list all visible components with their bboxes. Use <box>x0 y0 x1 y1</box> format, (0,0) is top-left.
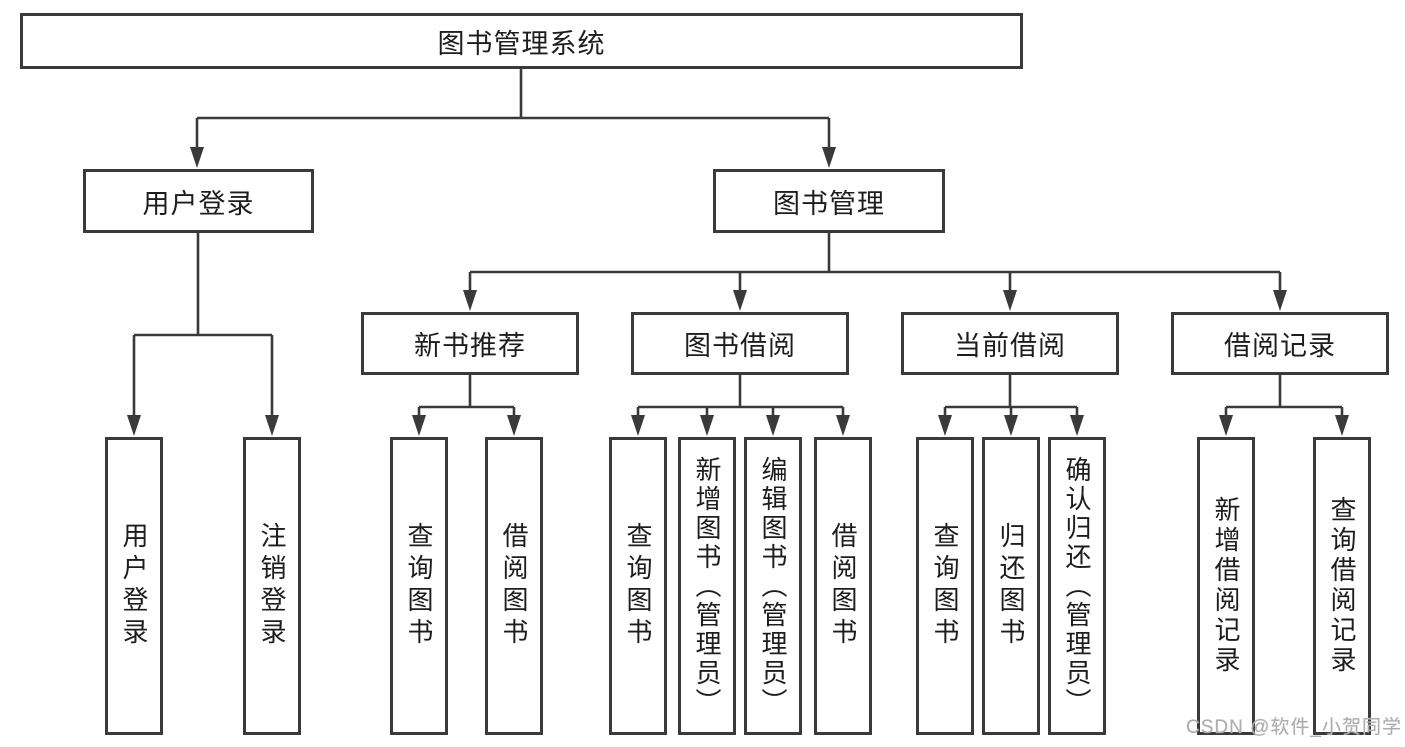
leaf-borrow-add-books-admin-label: 新增图书（管理员） <box>692 455 722 717</box>
leaf-borrow-add-books-admin: 新增图书（管理员） <box>678 437 736 735</box>
arrowhead <box>822 147 836 168</box>
arrowhead <box>1335 415 1349 436</box>
node-root: 图书管理系统 <box>20 13 1023 69</box>
csdn-watermark: CSDN @软件_小贺同学 <box>1186 717 1402 738</box>
arrowhead <box>1219 415 1233 436</box>
leaf-borrow-borrow-books-label: 借阅图书 <box>828 522 858 650</box>
leaf-borrow-query-books: 查询图书 <box>609 437 667 735</box>
leaf-logout-label: 注销登录 <box>257 522 287 650</box>
node-borrow-records: 借阅记录 <box>1171 312 1389 375</box>
arrowhead <box>1004 415 1018 436</box>
arrowhead <box>412 415 426 436</box>
arrowhead <box>463 290 477 311</box>
leaf-newbook-query-books-label: 查询图书 <box>404 522 434 650</box>
leaf-current-confirm-return-admin-label: 确认归还（管理员） <box>1062 455 1092 717</box>
node-book-management: 图书管理 <box>713 169 945 233</box>
arrowhead <box>836 415 850 436</box>
leaf-borrow-query-books-label: 查询图书 <box>623 522 653 650</box>
arrowhead <box>1003 290 1017 311</box>
leaf-newbook-query-books: 查询图书 <box>390 437 448 735</box>
node-book-borrow: 图书借阅 <box>631 312 849 375</box>
leaf-user-login-label: 用户登录 <box>119 522 149 650</box>
leaf-newbook-borrow-books: 借阅图书 <box>485 437 543 735</box>
leaf-records-add-record-label: 新增借阅记录 <box>1211 496 1241 676</box>
leaf-current-query-books: 查询图书 <box>916 437 974 735</box>
arrowhead <box>733 290 747 311</box>
leaf-newbook-borrow-books-label: 借阅图书 <box>499 522 529 650</box>
leaf-records-query-record-label: 查询借阅记录 <box>1327 496 1357 676</box>
leaf-borrow-edit-books-admin: 编辑图书（管理员） <box>744 437 802 735</box>
arrowhead <box>766 415 780 436</box>
arrowhead <box>1273 290 1287 311</box>
node-current-borrow: 当前借阅 <box>901 312 1119 375</box>
leaf-current-query-books-label: 查询图书 <box>930 522 960 650</box>
leaf-current-return-books: 归还图书 <box>982 437 1040 735</box>
node-new-book-recommend: 新书推荐 <box>361 312 579 375</box>
leaf-records-query-record: 查询借阅记录 <box>1313 437 1371 735</box>
node-user-login: 用户登录 <box>83 169 314 233</box>
leaf-borrow-edit-books-admin-label: 编辑图书（管理员） <box>758 455 788 717</box>
leaf-current-return-books-label: 归还图书 <box>996 522 1026 650</box>
connector-paths <box>132 69 1344 420</box>
arrowhead <box>507 415 521 436</box>
arrowheads <box>127 147 1349 436</box>
leaf-user-login: 用户登录 <box>105 437 163 735</box>
leaf-logout: 注销登录 <box>243 437 301 735</box>
leaf-records-add-record: 新增借阅记录 <box>1197 437 1255 735</box>
arrowhead <box>127 415 141 436</box>
arrowhead <box>700 415 714 436</box>
arrowhead <box>1070 415 1084 436</box>
arrowhead <box>190 147 204 168</box>
leaf-current-confirm-return-admin: 确认归还（管理员） <box>1048 437 1106 735</box>
arrowhead <box>265 415 279 436</box>
leaf-borrow-borrow-books: 借阅图书 <box>814 437 872 735</box>
arrowhead <box>631 415 645 436</box>
arrowhead <box>938 415 952 436</box>
